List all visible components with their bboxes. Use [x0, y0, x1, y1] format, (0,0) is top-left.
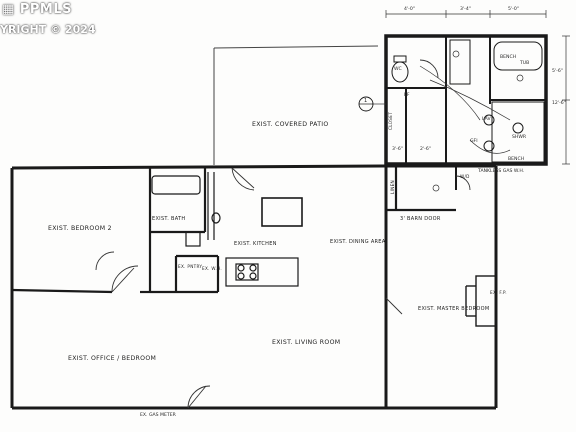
- interior-walls: [11, 166, 456, 294]
- label-fireplace: EX. F.P.: [490, 290, 507, 295]
- label-covered-patio: EXIST. COVERED PATIO: [252, 121, 329, 128]
- label-living: EXIST. LIVING ROOM: [272, 339, 340, 346]
- dim-label-7: 2'-6": [420, 146, 431, 152]
- label-wc: WC: [394, 66, 402, 72]
- label-wd: W/D: [460, 174, 470, 179]
- label-dining: EXIST. DINING AREA: [330, 239, 386, 245]
- electrical-symbols: [419, 50, 524, 192]
- label-tub: TUB: [519, 60, 529, 66]
- label-lav: LAV: [482, 116, 492, 122]
- label-office: EXIST. OFFICE / BEDROOM: [68, 355, 156, 362]
- label-closet: CLOSET: [388, 112, 393, 130]
- dim-label-6: 3'-6": [392, 146, 403, 152]
- label-linen: LINEN: [390, 180, 395, 194]
- section-marker-label: 1: [364, 98, 367, 104]
- label-master: EXIST. MASTER BEDROOM: [418, 306, 489, 312]
- label-pantry: EX. PNTRY: [178, 264, 202, 269]
- dim-label-2: 3'-4": [460, 6, 471, 12]
- covered-patio-outline: [213, 45, 379, 165]
- fireplace: [465, 275, 497, 327]
- label-gas-meter: EX. GAS METER: [140, 412, 177, 418]
- label-shower: SHWR: [512, 134, 527, 140]
- kitchen-cabinets: [151, 172, 303, 287]
- watermark-brand: ▦ PPMLS: [2, 2, 72, 17]
- brand-icon: ▦: [2, 2, 15, 17]
- label-tankless: TANKLESS GAS W.H.: [477, 168, 524, 174]
- section-marker: 1: [358, 96, 374, 112]
- label-bath: EXIST. BATH: [152, 216, 185, 222]
- addition-interior-walls: [386, 36, 546, 190]
- label-wh: EX. W.H.: [202, 266, 222, 271]
- dimension-lines: [372, 10, 570, 165]
- label-bench-2: BENCH: [508, 156, 524, 162]
- label-kitchen: EXIST. KITCHEN: [234, 241, 277, 247]
- dim-label-5: 12'-6": [552, 100, 566, 106]
- annotation-ef: EF: [404, 92, 410, 98]
- label-bedroom-2: EXIST. BEDROOM 2: [48, 225, 112, 232]
- label-bench: BENCH: [500, 54, 516, 60]
- door-swings: [95, 59, 471, 409]
- dim-label-1: 4'-0": [404, 6, 415, 12]
- annotation-gfi: GFI: [470, 138, 478, 144]
- label-barn-door: 3' BARN DOOR: [400, 216, 441, 222]
- bath-fixtures: [391, 39, 524, 152]
- dim-label-4: 5'-6": [552, 68, 563, 74]
- watermark-copyright: YRIGHT © 2024: [0, 23, 96, 36]
- dim-label-3: 5'-0": [508, 6, 519, 12]
